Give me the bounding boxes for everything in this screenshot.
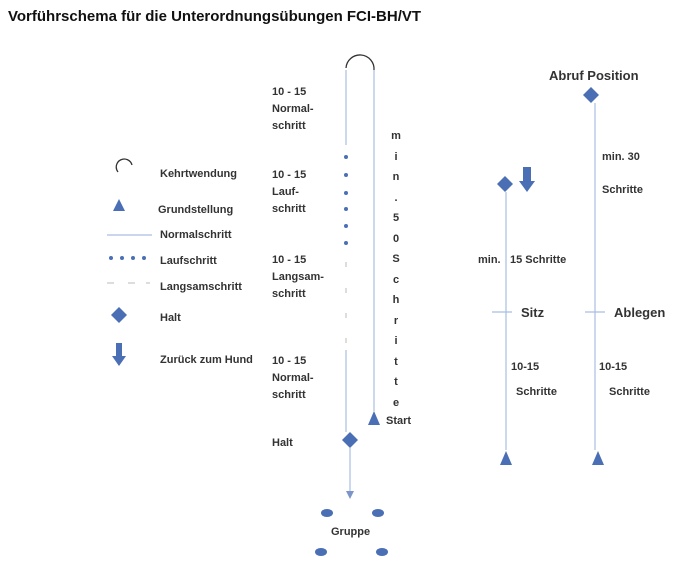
sitz-label: Sitz xyxy=(521,305,545,320)
ablegen-label: Ablegen xyxy=(614,305,666,320)
legend-label-normalschritt: Normalschritt xyxy=(160,229,232,241)
legend-label-laufschritt: Laufschritt xyxy=(160,255,217,267)
halt-label: Halt xyxy=(272,437,293,449)
ablegen-schritte-label: Schritte xyxy=(602,184,643,196)
ablegen-after-count: 10-15 xyxy=(599,361,628,373)
gruppe-people-icons xyxy=(315,509,388,556)
sitz-after-count: 10-15 xyxy=(511,361,540,373)
kehrtwendung-turn-icon xyxy=(345,54,375,71)
legend-label-halt: Halt xyxy=(160,312,181,324)
sitz-schritte-label: 15 Schritte xyxy=(510,254,567,266)
arrow-down-icon xyxy=(112,343,126,366)
laufschritt-dots-icon xyxy=(109,256,146,260)
legend-label-zurueck: Zurück zum Hund xyxy=(160,354,253,366)
ablegen-min-label: min. 30 xyxy=(602,151,640,163)
start-marker xyxy=(368,411,380,425)
halt-diamond-course xyxy=(342,432,358,448)
kehrtwendung-icon xyxy=(115,158,133,173)
segment-3-label: 10 - 15 Langsam- schritt xyxy=(272,254,324,300)
halt-diamond-sitz xyxy=(497,176,513,192)
sitz-min-label: min. xyxy=(478,254,501,266)
gruppe-label: Gruppe xyxy=(331,526,371,538)
start-label: Start xyxy=(386,415,412,427)
abruf-position-label: Abruf Position xyxy=(549,68,639,83)
course-laufschritt-dots xyxy=(344,155,348,245)
course-arrowhead-icon xyxy=(346,491,354,499)
grundstellung-icon xyxy=(113,199,125,211)
legend-label-kehrtwendung: Kehrtwendung xyxy=(160,168,237,180)
legend-label-langsamschritt: Langsamschritt xyxy=(160,281,242,293)
halt-diamond-icon xyxy=(111,307,127,323)
sitz-after-label: Schritte xyxy=(516,386,557,398)
page-title: Vorführschema für die Unterordnungsübung… xyxy=(8,8,422,25)
halt-diamond-abruf xyxy=(583,87,599,103)
segment-1-label: 10 - 15 Normal- schritt xyxy=(272,86,314,132)
grundstellung-ablegen-icon xyxy=(592,451,604,465)
ablegen-after-label: Schritte xyxy=(609,386,650,398)
legend-label-grundstellung: Grundstellung xyxy=(158,204,234,216)
arrow-down-sitz-icon xyxy=(519,167,535,192)
grundstellung-sitz-icon xyxy=(500,451,512,465)
segment-2-label: 10 - 15 Lauf- schritt xyxy=(272,169,307,215)
min-50-schritte-vertical: m i n . 5 0 S c h r i t t e xyxy=(391,130,401,409)
segment-4-label: 10 - 15 Normal- schritt xyxy=(272,355,314,401)
